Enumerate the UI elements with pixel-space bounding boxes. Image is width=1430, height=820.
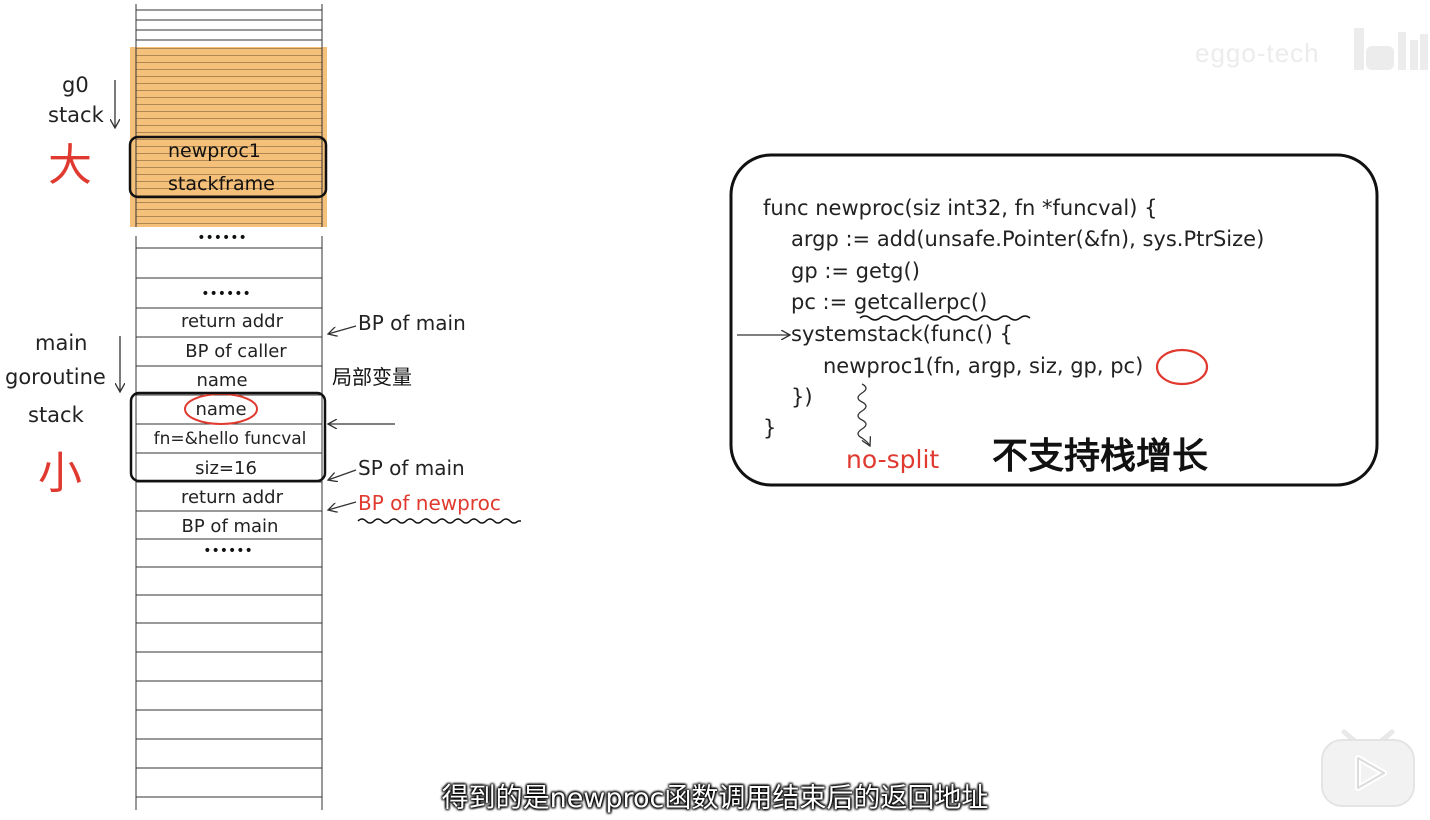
no-split-squiggle-arrow [857,383,870,446]
g0-stack-label: stack [48,103,105,127]
stack-cell: siz=16 [195,458,257,479]
small-char: 小 [38,448,82,499]
code-line-2: argp := add(unsafe.Pointer(&fn), sys.Ptr… [791,227,1264,251]
stack-cell: fn=&hello funcval [154,429,307,449]
local-var-label: 局部变量 [332,365,412,389]
newproc1-frame-box [128,135,328,199]
bilibili-logo-icon [1354,28,1428,70]
bp-of-newproc-wavy-underline [357,518,521,524]
stack-cell: •••••• [201,286,251,302]
bp-of-main-arrow [328,325,357,334]
main-stack-label: stack [28,403,85,427]
getcallerpc-wavy-underline [859,315,1031,321]
code-line-6: newproc1(fn, argp, siz, gp, pc) [823,354,1143,378]
code-line-1: func newproc(siz int32, fn *funcval) { [763,196,1157,220]
no-growth-label: 不支持栈增长 [992,436,1208,477]
sp-of-main-label: SP of main [358,456,465,480]
stack-cell: name [195,399,246,420]
g0-dots: •••••• [197,230,247,246]
code-box [729,153,1379,487]
stack-cell: return addr [181,487,284,508]
main-label: main [35,331,87,355]
no-split-label: no-split [846,445,939,474]
stack-cell: BP of caller [185,341,287,362]
g0-label: g0 [62,73,89,97]
pc-red-circle [1155,348,1209,386]
bp-of-newproc-arrow [328,501,357,510]
code-line-4: pc := getcallerpc() [791,290,987,314]
newproc-args-box [129,391,327,483]
video-subtitle: 得到的是newproc函数调用结束后的返回地址 [441,783,989,814]
sp-of-main-arrow [328,469,357,480]
code-line-7: }) [791,385,813,409]
goroutine-label: goroutine [5,365,106,389]
stack-cell: BP of main [182,516,279,537]
big-char: 大 [48,140,92,191]
stack-cell: name [196,370,247,391]
bp-of-newproc-label: BP of newproc [358,491,501,515]
stackframe-label: stackframe [168,173,275,195]
code-line-3: gp := getg() [791,259,920,283]
watermark-text: eggo-tech [1195,38,1320,68]
code-line-5: systemstack(func() { [791,322,1013,346]
newproc1-label: newproc1 [168,140,261,162]
stack-cell: return addr [181,311,284,332]
g0-stack-top-lines [135,4,323,48]
stack-cell: •••••• [203,543,253,559]
bp-of-main-label: BP of main [358,311,466,335]
code-line-8: } [763,416,776,440]
play-button-icon[interactable] [1316,722,1420,810]
